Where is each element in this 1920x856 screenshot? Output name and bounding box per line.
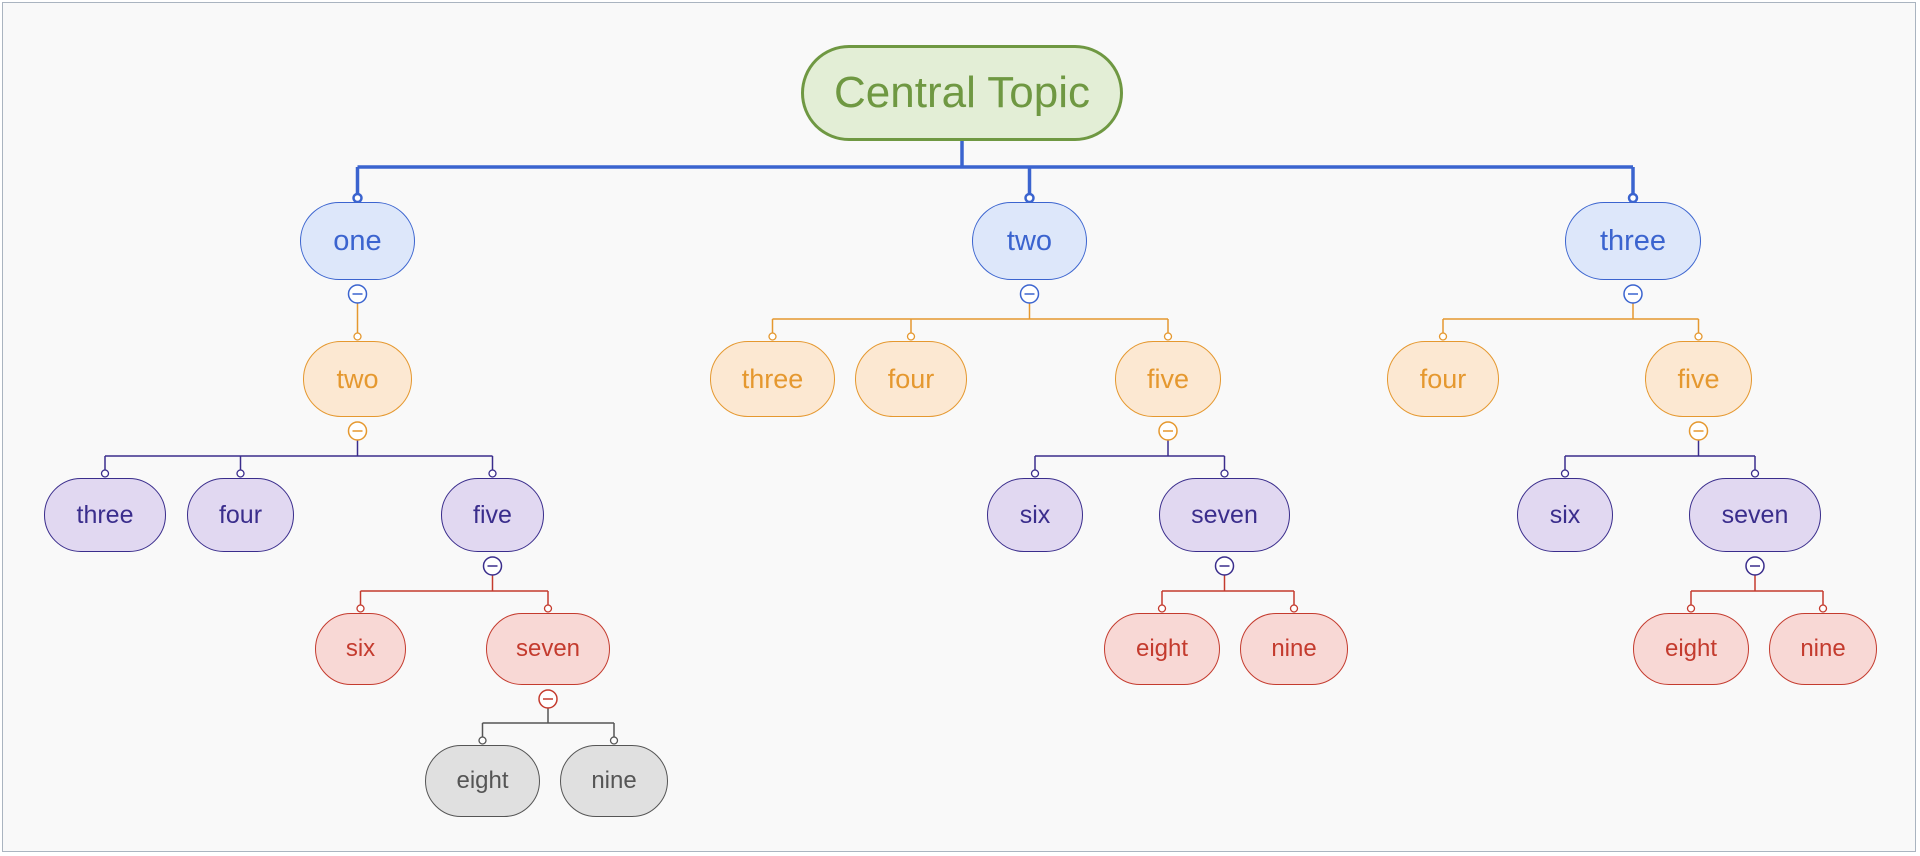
subtopic-nine[interactable]: nine xyxy=(1240,613,1348,685)
attach-dot xyxy=(356,604,365,613)
attach-dot xyxy=(1289,604,1299,613)
subtopic-six[interactable]: six xyxy=(987,478,1083,552)
attach-dot xyxy=(352,192,363,204)
attach-dot xyxy=(236,469,245,478)
subtopic-seven[interactable]: seven xyxy=(486,613,610,685)
attach-dot xyxy=(478,736,487,745)
attach-dot xyxy=(1163,332,1173,341)
subtopic-five[interactable]: five xyxy=(1645,341,1752,417)
attach-dot xyxy=(1024,192,1035,204)
attach-dot xyxy=(1560,469,1570,478)
attach-dot xyxy=(543,604,553,613)
subtopic-four[interactable]: four xyxy=(1387,341,1499,417)
connector-layer xyxy=(100,141,1828,745)
subtopic-eight[interactable]: eight xyxy=(1104,613,1220,685)
attach-dot xyxy=(906,332,916,341)
subtopic-four[interactable]: four xyxy=(187,478,294,552)
attach-dot xyxy=(1030,469,1040,478)
topic-three[interactable]: three xyxy=(1565,202,1701,280)
subtopic-five[interactable]: five xyxy=(1115,341,1221,417)
subtopic-six[interactable]: six xyxy=(315,613,406,685)
subtopic-nine[interactable]: nine xyxy=(1769,613,1877,685)
attach-dot xyxy=(1220,469,1229,478)
attach-dot xyxy=(1157,604,1167,613)
central-topic[interactable]: Central Topic xyxy=(801,45,1123,141)
subtopic-six[interactable]: six xyxy=(1517,478,1613,552)
attach-dot xyxy=(1694,332,1703,341)
subtopic-two[interactable]: two xyxy=(303,341,412,417)
attach-dot xyxy=(488,469,497,478)
subtopic-nine[interactable]: nine xyxy=(560,745,668,817)
attach-dot xyxy=(1818,604,1828,613)
attach-dot xyxy=(100,469,110,478)
subtopic-seven[interactable]: seven xyxy=(1159,478,1290,552)
attach-dot xyxy=(1627,192,1639,204)
subtopic-five[interactable]: five xyxy=(441,478,544,552)
subtopic-eight[interactable]: eight xyxy=(1633,613,1749,685)
subtopic-eight[interactable]: eight xyxy=(425,745,540,817)
subtopic-seven[interactable]: seven xyxy=(1689,478,1821,552)
attach-dot xyxy=(1438,332,1448,341)
subtopic-three[interactable]: three xyxy=(44,478,166,552)
attach-dot xyxy=(609,736,619,745)
attach-dot xyxy=(1750,469,1760,478)
subtopic-three[interactable]: three xyxy=(710,341,835,417)
attach-dot xyxy=(768,332,777,341)
attach-dot xyxy=(1686,604,1696,613)
topic-two[interactable]: two xyxy=(972,202,1087,280)
attach-dot xyxy=(353,332,362,341)
subtopic-four[interactable]: four xyxy=(855,341,967,417)
topic-one[interactable]: one xyxy=(300,202,415,280)
